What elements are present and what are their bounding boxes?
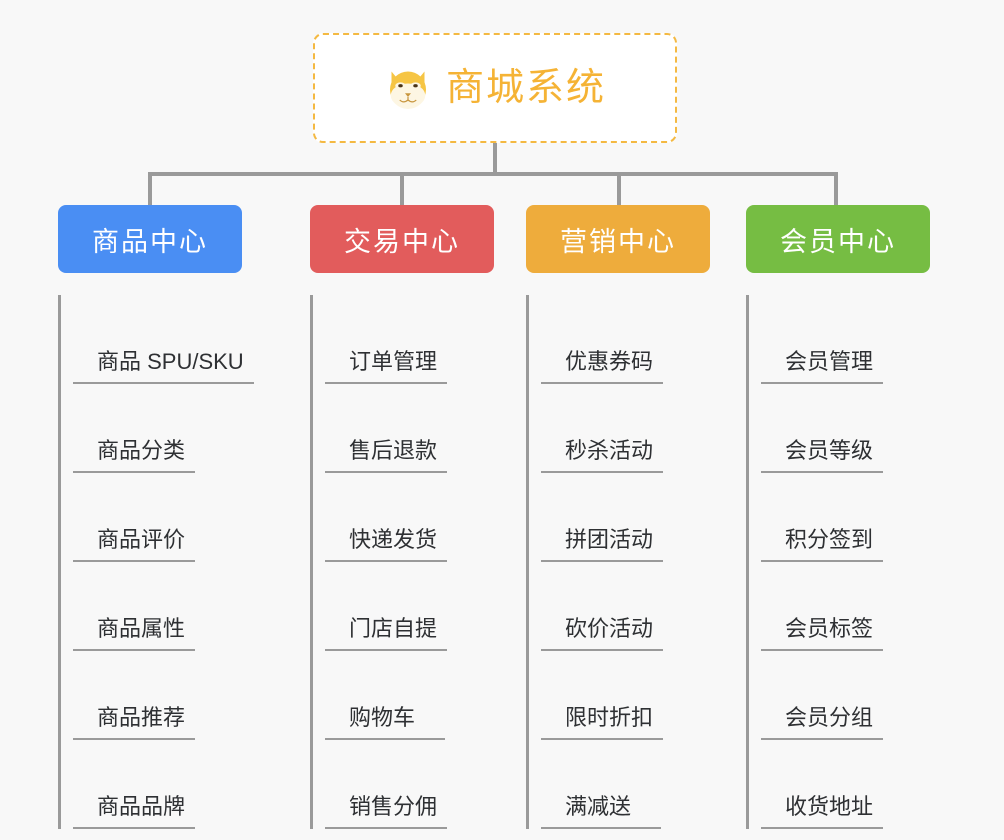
list-item[interactable]: 满减送 <box>541 740 742 829</box>
list-item[interactable]: 会员标签 <box>761 562 962 651</box>
root-title: 商城系统 <box>445 67 606 109</box>
subitem-list-2: 优惠券码 秒杀活动 拼团活动 砍价活动 限时折扣 满减送 <box>526 295 742 829</box>
list-item[interactable]: 商品推荐 <box>73 651 298 740</box>
subitem-label: 商品属性 <box>73 611 196 651</box>
subitem-label: 购物车 <box>325 700 445 740</box>
list-item[interactable]: 会员管理 <box>761 295 962 384</box>
list-item[interactable]: 商品评价 <box>73 473 298 562</box>
category-column-会员中心: 会员中心 会员管理 会员等级 积分签到 会员标签 会员分组 收货地址 <box>746 205 962 829</box>
subitem-label: 会员等级 <box>761 433 884 473</box>
connector-horizontal-bus <box>148 172 838 176</box>
subitem-label: 会员管理 <box>761 344 884 384</box>
list-item[interactable]: 砍价活动 <box>541 562 742 651</box>
subitem-label: 砍价活动 <box>541 611 664 651</box>
subitem-list-0: 商品 SPU/SKU 商品分类 商品评价 商品属性 商品推荐 商品品牌 <box>58 295 298 829</box>
connector-drop-1 <box>400 172 404 208</box>
list-item[interactable]: 积分签到 <box>761 473 962 562</box>
subitem-list-3: 会员管理 会员等级 积分签到 会员标签 会员分组 收货地址 <box>746 295 962 829</box>
subitem-list-1: 订单管理 售后退款 快递发货 门店自提 购物车 销售分佣 <box>310 295 526 829</box>
list-item[interactable]: 订单管理 <box>325 295 526 384</box>
list-item[interactable]: 购物车 <box>325 651 526 740</box>
list-item[interactable]: 销售分佣 <box>325 740 526 829</box>
list-item[interactable]: 拼团活动 <box>541 473 742 562</box>
subitem-label: 会员分组 <box>761 700 884 740</box>
connector-drop-2 <box>617 172 621 208</box>
connector-root-stem <box>493 143 497 175</box>
list-item[interactable]: 优惠券码 <box>541 295 742 384</box>
category-header-3[interactable]: 会员中心 <box>746 205 930 273</box>
category-title-0: 商品中心 <box>92 226 208 257</box>
category-header-1[interactable]: 交易中心 <box>310 205 494 273</box>
subitem-label: 秒杀活动 <box>541 433 664 473</box>
list-item[interactable]: 收货地址 <box>761 740 962 829</box>
category-column-商品中心: 商品中心 商品 SPU/SKU 商品分类 商品评价 商品属性 商品推荐 商品品牌 <box>58 205 298 829</box>
subitem-label: 商品分类 <box>73 433 196 473</box>
subitem-label: 门店自提 <box>325 611 448 651</box>
list-item[interactable]: 会员分组 <box>761 651 962 740</box>
category-title-3: 会员中心 <box>780 226 896 257</box>
list-item[interactable]: 快递发货 <box>325 473 526 562</box>
category-title-2: 营销中心 <box>560 226 676 257</box>
category-title-1: 交易中心 <box>344 226 460 257</box>
subitem-label: 积分签到 <box>761 522 884 562</box>
category-header-2[interactable]: 营销中心 <box>526 205 710 273</box>
connector-drop-3 <box>834 172 838 208</box>
list-item[interactable]: 会员等级 <box>761 384 962 473</box>
subitem-label: 商品评价 <box>73 522 196 562</box>
subitem-label: 快递发货 <box>325 522 448 562</box>
subitem-label: 会员标签 <box>761 611 884 651</box>
subitem-label: 商品品牌 <box>73 789 196 829</box>
root-node[interactable]: 商城系统 <box>313 33 677 143</box>
subitem-label: 销售分佣 <box>325 789 448 829</box>
connector-drop-0 <box>148 172 152 208</box>
subitem-label: 售后退款 <box>325 433 448 473</box>
list-item[interactable]: 商品品牌 <box>73 740 298 829</box>
subitem-label: 优惠券码 <box>541 344 664 384</box>
list-item[interactable]: 商品 SPU/SKU <box>73 295 298 384</box>
list-item[interactable]: 秒杀活动 <box>541 384 742 473</box>
list-item[interactable]: 门店自提 <box>325 562 526 651</box>
category-header-0[interactable]: 商品中心 <box>58 205 242 273</box>
shiba-dog-face-icon <box>389 71 426 109</box>
subitem-label: 订单管理 <box>325 344 448 384</box>
category-column-营销中心: 营销中心 优惠券码 秒杀活动 拼团活动 砍价活动 限时折扣 满减送 <box>526 205 742 829</box>
list-item[interactable]: 商品属性 <box>73 562 298 651</box>
subitem-label: 满减送 <box>541 789 661 829</box>
subitem-label: 限时折扣 <box>541 700 664 740</box>
list-item[interactable]: 限时折扣 <box>541 651 742 740</box>
subitem-label: 商品推荐 <box>73 700 196 740</box>
subitem-label: 拼团活动 <box>541 522 664 562</box>
list-item[interactable]: 售后退款 <box>325 384 526 473</box>
subitem-label: 收货地址 <box>761 789 884 829</box>
subitem-label: 商品 SPU/SKU <box>73 344 254 384</box>
list-item[interactable]: 商品分类 <box>73 384 298 473</box>
category-column-交易中心: 交易中心 订单管理 售后退款 快递发货 门店自提 购物车 销售分佣 <box>310 205 526 829</box>
